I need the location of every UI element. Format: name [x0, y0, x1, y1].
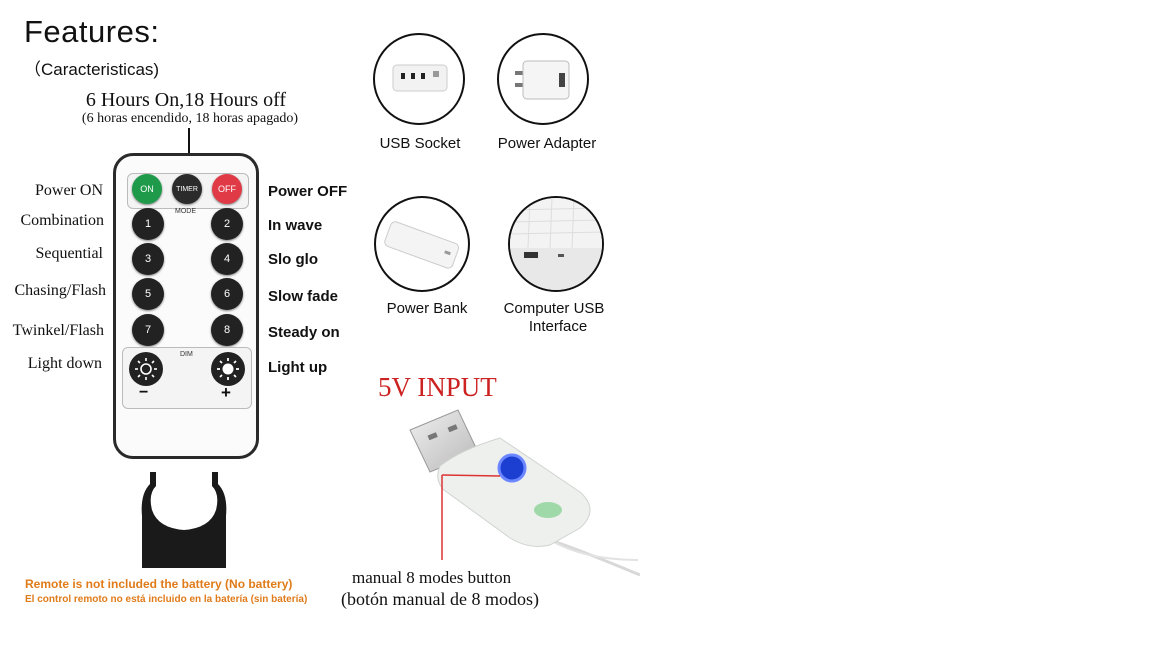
remote-holder-clip-icon	[141, 472, 227, 568]
label-steady-on: Steady on	[268, 324, 340, 341]
sun-outline-icon	[135, 358, 157, 380]
power-bank-icon	[384, 221, 460, 269]
usb-socket-label: USB Socket	[379, 135, 461, 152]
mode-button-6[interactable]: 6	[211, 278, 243, 310]
label-combination: Combination	[20, 212, 104, 229]
manual-button-caption-es: (botón manual de 8 modos)	[341, 589, 539, 609]
dim-up-button[interactable]	[211, 352, 245, 386]
off-button[interactable]: OFF	[212, 174, 242, 204]
label-slow-fade: Slow fade	[268, 288, 339, 305]
usb-socket-circle	[373, 33, 465, 125]
label-power-off: Power OFF	[268, 183, 348, 200]
label-light-down: Light down	[27, 355, 102, 372]
power-bank-circle	[374, 196, 470, 292]
mode-button-4[interactable]: 4	[211, 243, 243, 275]
dim-down-button[interactable]	[129, 352, 163, 386]
mode-button-5[interactable]: 5	[132, 278, 164, 310]
label-sequential: Sequential	[35, 245, 103, 262]
label-in-wave: In wave	[268, 217, 323, 234]
page-subtitle: （Caracteristicas)	[24, 60, 160, 79]
label-slo-glo: Slo glo	[268, 251, 318, 268]
mode-button-2[interactable]: 2	[211, 208, 243, 240]
battery-note-en: Remote is not included the battery (No b…	[25, 577, 293, 591]
label-power-on: Power ON	[35, 182, 103, 199]
power-adapter-icon	[515, 60, 570, 100]
label-twinkel-flash: Twinkel/Flash	[12, 322, 104, 339]
power-bank-label: Power Bank	[386, 300, 468, 317]
mode-button-3[interactable]: 3	[132, 243, 164, 275]
mode-button-8[interactable]: 8	[211, 314, 243, 346]
power-adapter-label: Power Adapter	[497, 135, 597, 152]
computer-usb-circle	[508, 196, 604, 292]
timer-button[interactable]: TIMER	[172, 174, 202, 204]
mode-label: MODE	[175, 208, 196, 215]
usb-socket-icon	[392, 64, 448, 92]
dim-label: DIM	[180, 351, 193, 358]
mode-button-7[interactable]: 7	[132, 314, 164, 346]
power-adapter-circle	[497, 33, 589, 125]
minus-sign: −	[139, 384, 149, 401]
computer-usb-icon	[510, 198, 602, 290]
on-button[interactable]: ON	[132, 174, 162, 204]
sun-filled-icon	[217, 358, 239, 380]
computer-usb-label: Computer USB	[503, 300, 605, 317]
page-title: Features:	[24, 14, 160, 49]
plus-sign: +	[221, 383, 231, 402]
timer-subtitle: (6 horas encendido, 18 horas apagado)	[81, 111, 299, 126]
label-light-up: Light up	[268, 359, 328, 376]
usb-plug-icon	[409, 409, 640, 577]
usb-input-title: 5V INPUT	[378, 372, 497, 402]
mode-button-1[interactable]: 1	[132, 208, 164, 240]
label-chasing-flash: Chasing/Flash	[14, 282, 106, 299]
manual-button-caption: manual 8 modes button	[352, 568, 512, 587]
timer-title: 6 Hours On,18 Hours off	[85, 89, 287, 111]
battery-note-es: El control remoto no está incluido en la…	[25, 594, 308, 605]
computer-usb-label-line2: Interface	[528, 318, 588, 335]
